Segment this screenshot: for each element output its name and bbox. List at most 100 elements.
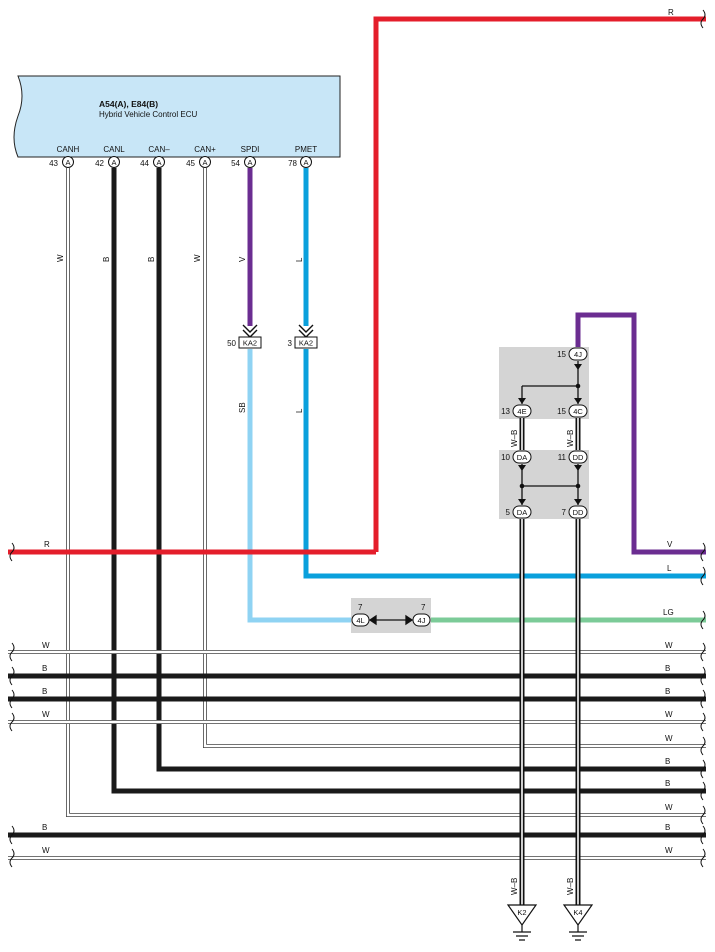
code-15-4c: 4C	[573, 407, 583, 416]
break-mark-right	[700, 9, 706, 29]
pin-circle-canh	[62, 156, 74, 168]
label-pmet: L	[295, 257, 304, 262]
break-mark-right	[700, 736, 706, 756]
wire-canh	[66, 168, 706, 817]
pill-10-da	[512, 450, 532, 464]
break-marks	[9, 9, 706, 868]
label-l-lower: L	[295, 408, 304, 413]
break-mark-left	[9, 542, 15, 562]
label-mid-red: R	[44, 540, 50, 549]
bus-label-left-2: B	[42, 664, 47, 673]
pill-15-4j	[568, 347, 588, 361]
break-mark-left	[9, 689, 15, 709]
pin-name-canh: CANH	[57, 145, 80, 154]
pin-circle-spdi	[244, 156, 256, 168]
num-4j: 7	[421, 603, 426, 612]
bus-label-left-4: W	[42, 710, 50, 719]
break-mark-right	[700, 689, 706, 709]
num-13-4e: 13	[501, 407, 510, 416]
label-lg: LG	[663, 608, 674, 617]
pin-circle-pmet	[300, 156, 312, 168]
ka2-num-pmet: 3	[288, 339, 293, 348]
bus-label-right-1: W	[665, 641, 673, 650]
label-wb-left: W–B	[510, 430, 519, 447]
bus-label-right-9: B	[665, 823, 670, 832]
num-15-4c: 15	[557, 407, 566, 416]
num-15-4j: 15	[557, 350, 566, 359]
label-wb-left-low: W–B	[510, 878, 519, 895]
label-blue-out: L	[667, 564, 672, 573]
splice-block-upper: 4J 15 4E 13 4C 15	[499, 347, 589, 419]
pill-5-da	[512, 505, 532, 519]
ecu-code: A54(A), E84(B)	[99, 99, 158, 109]
wire-canh-core	[66, 168, 706, 817]
ka2-code-pmet: KA2	[299, 339, 313, 348]
pin-name-pmet: PMET	[295, 145, 317, 154]
label-wb-right-low: W–B	[566, 878, 575, 895]
pill-11-dd	[568, 450, 588, 464]
bus-label-left-1: W	[42, 641, 50, 650]
ground-triangle	[506, 904, 538, 927]
bus-label-left-9: B	[42, 823, 47, 832]
break-mark-left	[9, 712, 15, 732]
bus-label-right-2: B	[665, 664, 670, 673]
label-canm: B	[147, 257, 156, 262]
chevron-down-icon	[518, 465, 582, 505]
pin-name-canm: CAN–	[148, 145, 170, 154]
code-15-4j: 4J	[574, 350, 582, 359]
pill-7-dd	[568, 505, 588, 519]
label-spdi: V	[238, 256, 247, 262]
pin-num-canp: 45	[186, 159, 195, 168]
wb-ground-wires: W–B W–B	[510, 519, 581, 905]
pin-circle-canl	[108, 156, 120, 168]
break-mark-right	[700, 712, 706, 732]
pin-circle-canm	[153, 156, 165, 168]
num-10-da: 10	[501, 453, 510, 462]
wire-canp-core	[203, 168, 706, 748]
code-10-da: DA	[517, 453, 527, 462]
ka2-code-spdi: KA2	[243, 339, 257, 348]
break-mark-left	[9, 642, 15, 662]
ground-k4: K4	[562, 904, 594, 941]
pin-name-canl: CANL	[103, 145, 125, 154]
bus-label-right-4: W	[665, 710, 673, 719]
ground-code-k2: K2	[517, 908, 526, 917]
ecu-block: A54(A), E84(B) Hybrid Vehicle Control EC…	[13, 75, 341, 168]
chevron-down-icon	[242, 324, 258, 338]
label-canp: W	[193, 254, 202, 262]
splice-dot	[575, 383, 581, 389]
code-4j: 4J	[418, 616, 426, 625]
bus-label-right-7: B	[665, 779, 670, 788]
pin-conn-canm: A	[156, 158, 161, 167]
break-mark-right	[700, 781, 706, 801]
num-7-dd: 7	[562, 508, 567, 517]
bus-label-right-10: W	[665, 846, 673, 855]
wire-red-top	[373, 16, 706, 552]
break-mark-left	[9, 848, 15, 868]
wire-violet-out	[575, 312, 706, 555]
junction-4l-4j: 4L 7 4J 7	[351, 598, 431, 633]
chevron-down-icon	[518, 364, 582, 404]
num-5-da: 5	[506, 508, 511, 517]
pin-conn-canl: A	[111, 158, 116, 167]
pin-circle-canp	[199, 156, 211, 168]
ka2-num-spdi: 50	[227, 339, 236, 348]
pin-conn-canp: A	[202, 158, 207, 167]
label-sb: SB	[238, 402, 247, 413]
connector-ka2-spdi: KA2 50	[227, 324, 262, 349]
ecu-name: Hybrid Vehicle Control ECU	[99, 110, 197, 119]
code-4l: 4L	[356, 616, 364, 625]
num-11-dd: 11	[558, 453, 567, 462]
ground-triangle	[562, 904, 594, 927]
num-4l: 7	[358, 603, 363, 612]
splice-dot	[575, 483, 581, 489]
ecu-pin-circles: A A A A A A	[62, 156, 312, 168]
bus-label-right-5: W	[665, 734, 673, 743]
code-11-dd: DD	[573, 453, 584, 462]
bus-label-right-6: B	[665, 757, 670, 766]
bus-lines	[8, 650, 706, 860]
pin-conn-pmet: A	[303, 158, 308, 167]
pill-13-4e	[512, 404, 532, 418]
ground-k2: K2	[506, 904, 538, 941]
ka2-box-spdi	[238, 336, 262, 349]
